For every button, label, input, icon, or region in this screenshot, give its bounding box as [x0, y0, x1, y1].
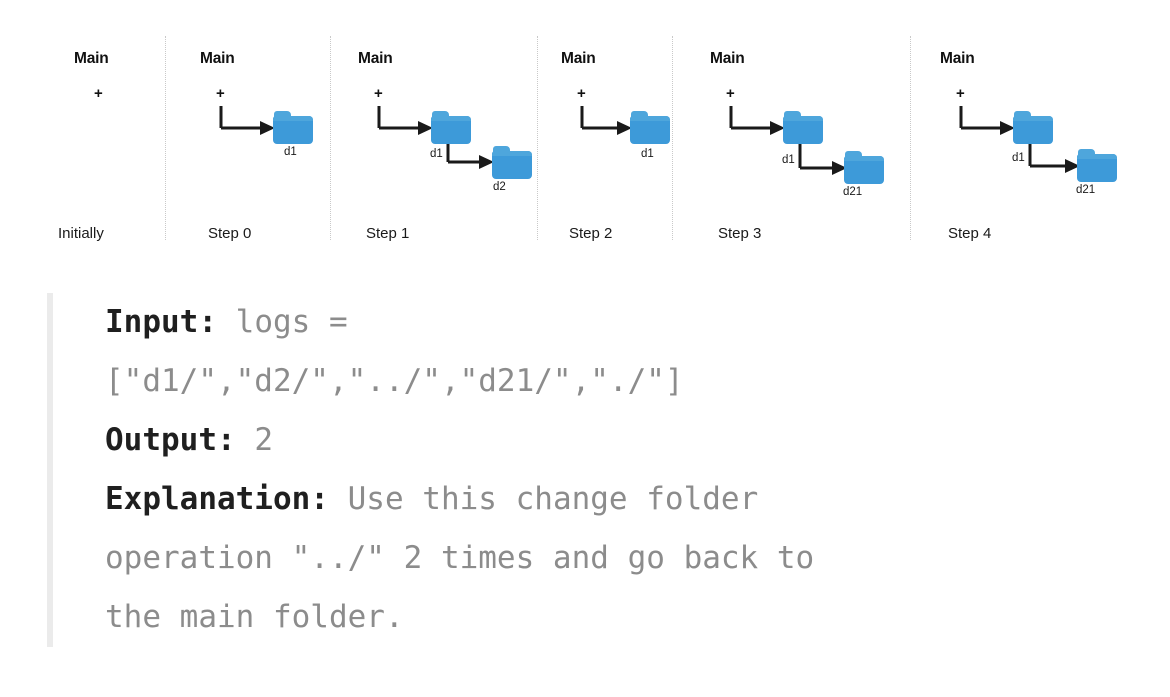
folder-tab [845, 151, 862, 159]
folder-icon [273, 111, 313, 144]
folder-lip [1077, 154, 1117, 159]
explanation-line-2: operation "../" 2 times and go back to [105, 540, 815, 576]
root-plus-icon: + [94, 85, 103, 102]
folder-lip [431, 116, 471, 121]
panel-caption: Step 2 [569, 225, 613, 242]
folder-tab [432, 111, 449, 119]
panel-step-2: Main + d1 Step 2 [537, 36, 672, 242]
folder-icon [1077, 149, 1117, 182]
panel-caption: Initially [58, 225, 104, 242]
input-label: Input: [105, 304, 217, 340]
folder-name-label: d1 [430, 148, 443, 160]
root-node-label: Main [358, 50, 393, 67]
folder-lip [492, 151, 532, 156]
folder-name-label: d21 [1076, 184, 1096, 196]
example-blockquote: Input: logs = ["d1/","d2/","../","d21/",… [47, 293, 1147, 647]
root-node-label: Main [561, 50, 596, 67]
connector-arrows [219, 106, 275, 135]
panel-separator [910, 36, 911, 240]
root-plus-icon: + [956, 85, 965, 102]
panel-caption: Step 0 [208, 225, 252, 242]
panel-step-4: Main + d1 d21 Step 4 [910, 36, 1170, 242]
panel-separator [672, 36, 673, 240]
folder-name-label: d1 [284, 146, 297, 158]
folder-lip [844, 156, 884, 161]
folder-lip [1013, 116, 1053, 121]
folder-name-label: d1 [1012, 152, 1025, 164]
panel-step-1: Main + d1 d2 Step 1 [330, 36, 537, 242]
panel-separator [330, 36, 331, 240]
folder-icon [783, 111, 823, 144]
connector-arrows [377, 106, 494, 169]
folder-tab [493, 146, 510, 154]
folder-icon [630, 111, 670, 144]
output-line: Output: 2 [105, 411, 1147, 470]
folder-icon [1013, 111, 1053, 144]
connector-arrows [729, 106, 847, 175]
panel-separator [165, 36, 166, 240]
connector-arrows [580, 106, 632, 135]
root-node-label: Main [200, 50, 235, 67]
output-label: Output: [105, 422, 236, 458]
input-value-head: logs = [235, 304, 348, 340]
folder-tab [274, 111, 291, 119]
folder-lip [273, 116, 313, 121]
folder-name-label: d1 [782, 154, 795, 166]
root-node-label: Main [940, 50, 975, 67]
folder-tab [1014, 111, 1031, 119]
panel-step-3: Main + d1 d21 Step 3 [672, 36, 910, 242]
folder-name-label: d1 [641, 148, 654, 160]
panel-step-0: Main + d1 Step 0 [165, 36, 330, 242]
root-node-label: Main [74, 50, 109, 67]
panel-caption: Step 4 [948, 225, 992, 242]
explanation-line-3: the main folder. [105, 599, 404, 635]
explanation-text-1: Use this change folder [347, 481, 759, 517]
root-plus-icon: + [374, 85, 383, 102]
output-value: 2 [254, 422, 273, 458]
folder-icon [431, 111, 471, 144]
folder-name-label: d2 [493, 181, 506, 193]
root-node-label: Main [710, 50, 745, 67]
root-plus-icon: + [577, 85, 586, 102]
input-line: Input: logs = [105, 293, 1147, 352]
panel-initially: Main + Initially [0, 36, 165, 242]
explanation-line-1: Explanation: Use this change folder [105, 470, 1147, 529]
connector-arrows [959, 106, 1080, 173]
panel-separator [537, 36, 538, 240]
folder-lip [783, 116, 823, 121]
folder-steps-diagram: Main + Initially Main + d1 Step 0 Main + [0, 0, 1170, 262]
folder-icon [844, 151, 884, 184]
input-array-line: ["d1/","d2/","../","d21/","./"] [105, 363, 684, 399]
folder-tab [1078, 149, 1095, 157]
folder-tab [784, 111, 801, 119]
explanation-label: Explanation: [105, 481, 329, 517]
root-plus-icon: + [216, 85, 225, 102]
folder-icon [492, 146, 532, 179]
folder-tab [631, 111, 648, 119]
panel-caption: Step 3 [718, 225, 762, 242]
panel-caption: Step 1 [366, 225, 410, 242]
folder-name-label: d21 [843, 186, 863, 198]
folder-lip [630, 116, 670, 121]
root-plus-icon: + [726, 85, 735, 102]
